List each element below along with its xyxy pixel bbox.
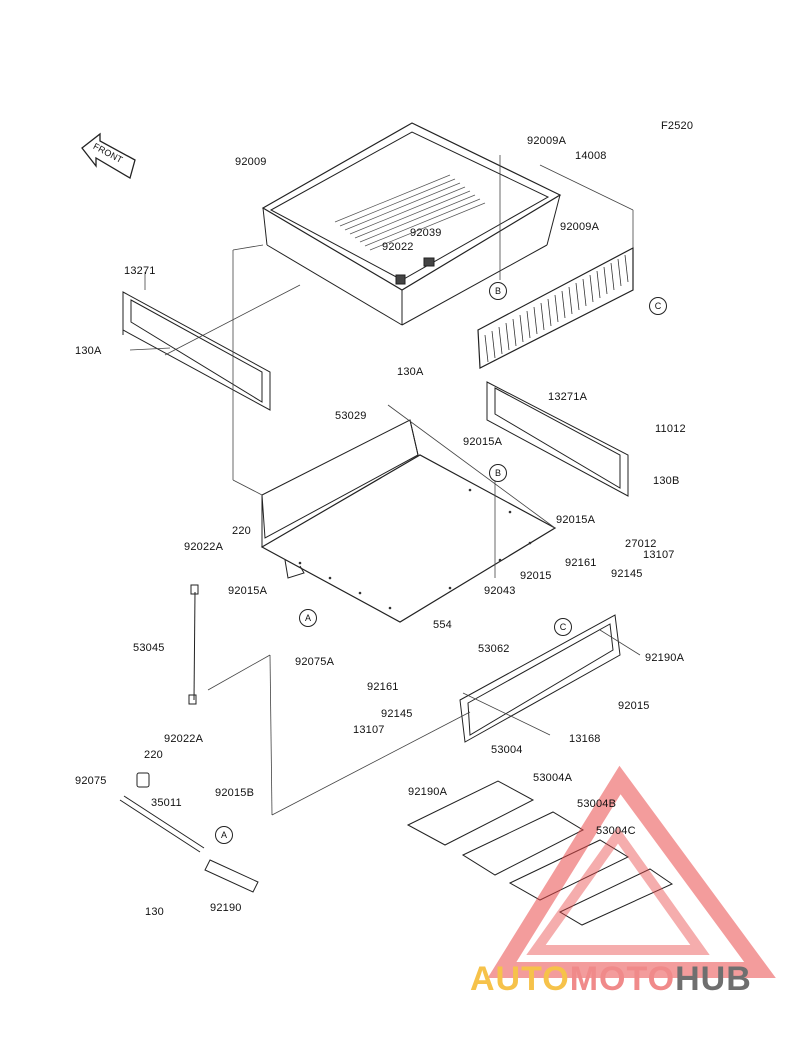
part-label: 554 xyxy=(433,619,452,631)
part-label: 92161 xyxy=(367,681,399,693)
part-label: 53004C xyxy=(596,825,636,837)
part-label: 92015 xyxy=(618,700,650,712)
reference-marker: C xyxy=(554,618,572,636)
part-label: 92009A xyxy=(527,135,567,147)
part-label: 13107 xyxy=(353,724,385,736)
part-label: 220 xyxy=(232,525,251,537)
part-label: 220 xyxy=(144,749,163,761)
reference-marker: A xyxy=(215,826,233,844)
part-label: 35011 xyxy=(151,797,182,809)
part-label: 92022A xyxy=(164,733,204,745)
support-strap xyxy=(188,584,199,705)
part-label: 92075A xyxy=(295,656,335,668)
part-label: 92145 xyxy=(611,568,643,580)
part-label: 92190A xyxy=(645,652,685,664)
part-label: 13271 xyxy=(124,265,156,277)
part-label: 92190A xyxy=(408,786,448,798)
leader-lines xyxy=(129,155,641,816)
part-label: 92009 xyxy=(235,156,267,168)
watermark-brand-part: MOTO xyxy=(569,960,676,998)
part-label: 130B xyxy=(653,475,680,487)
rear-grille-panel xyxy=(477,247,634,369)
part-label: 92043 xyxy=(484,585,516,597)
reference-marker: B xyxy=(489,464,507,482)
part-label: 130 xyxy=(145,906,164,918)
part-label: 92015A xyxy=(228,585,268,597)
cargo-bed-tub xyxy=(261,122,562,326)
part-label: 92039 xyxy=(410,227,442,239)
part-label: 53004B xyxy=(577,798,617,810)
reference-marker: A xyxy=(299,609,317,627)
part-label: 130A xyxy=(75,345,102,357)
part-label: 13107 xyxy=(643,549,675,561)
part-label: 92161 xyxy=(565,557,597,569)
part-label: 53004A xyxy=(533,772,573,784)
part-label: 53062 xyxy=(478,643,510,655)
reference-marker: B xyxy=(489,282,507,300)
side-panel-right xyxy=(486,381,629,497)
part-label: 92075 xyxy=(75,775,107,787)
part-label: 92015A xyxy=(463,436,503,448)
watermark-brand: AUTOMOTOHUB xyxy=(470,960,752,999)
tailgate xyxy=(459,614,621,743)
part-label: 11012 xyxy=(655,423,686,435)
side-panel-left xyxy=(122,291,271,411)
part-label: 92145 xyxy=(381,708,413,720)
part-label: 13168 xyxy=(569,733,601,745)
part-label: 92015A xyxy=(556,514,596,526)
part-label: 13271A xyxy=(548,391,588,403)
watermark-brand-part: AUTO xyxy=(470,960,570,998)
watermark-brand-part: HUB xyxy=(675,960,752,998)
figure-code: F2520 xyxy=(661,120,694,132)
hinge-rod xyxy=(119,772,259,893)
part-label: 92015 xyxy=(520,570,552,582)
part-label: 92015B xyxy=(215,787,255,799)
part-label: 14008 xyxy=(575,150,607,162)
part-label: 53004 xyxy=(491,744,523,756)
watermark-logo xyxy=(487,765,776,978)
reference-marker: C xyxy=(649,297,667,315)
part-label: 130A xyxy=(397,366,424,378)
part-label: 92022A xyxy=(184,541,224,553)
part-label: 53045 xyxy=(133,642,165,654)
part-label: 92190 xyxy=(210,902,242,914)
part-label: 92009A xyxy=(560,221,600,233)
part-label: 27012 xyxy=(625,538,657,550)
front-arrow-icon xyxy=(81,132,136,179)
part-label: 92022 xyxy=(382,241,414,253)
part-label: 53029 xyxy=(335,410,367,422)
